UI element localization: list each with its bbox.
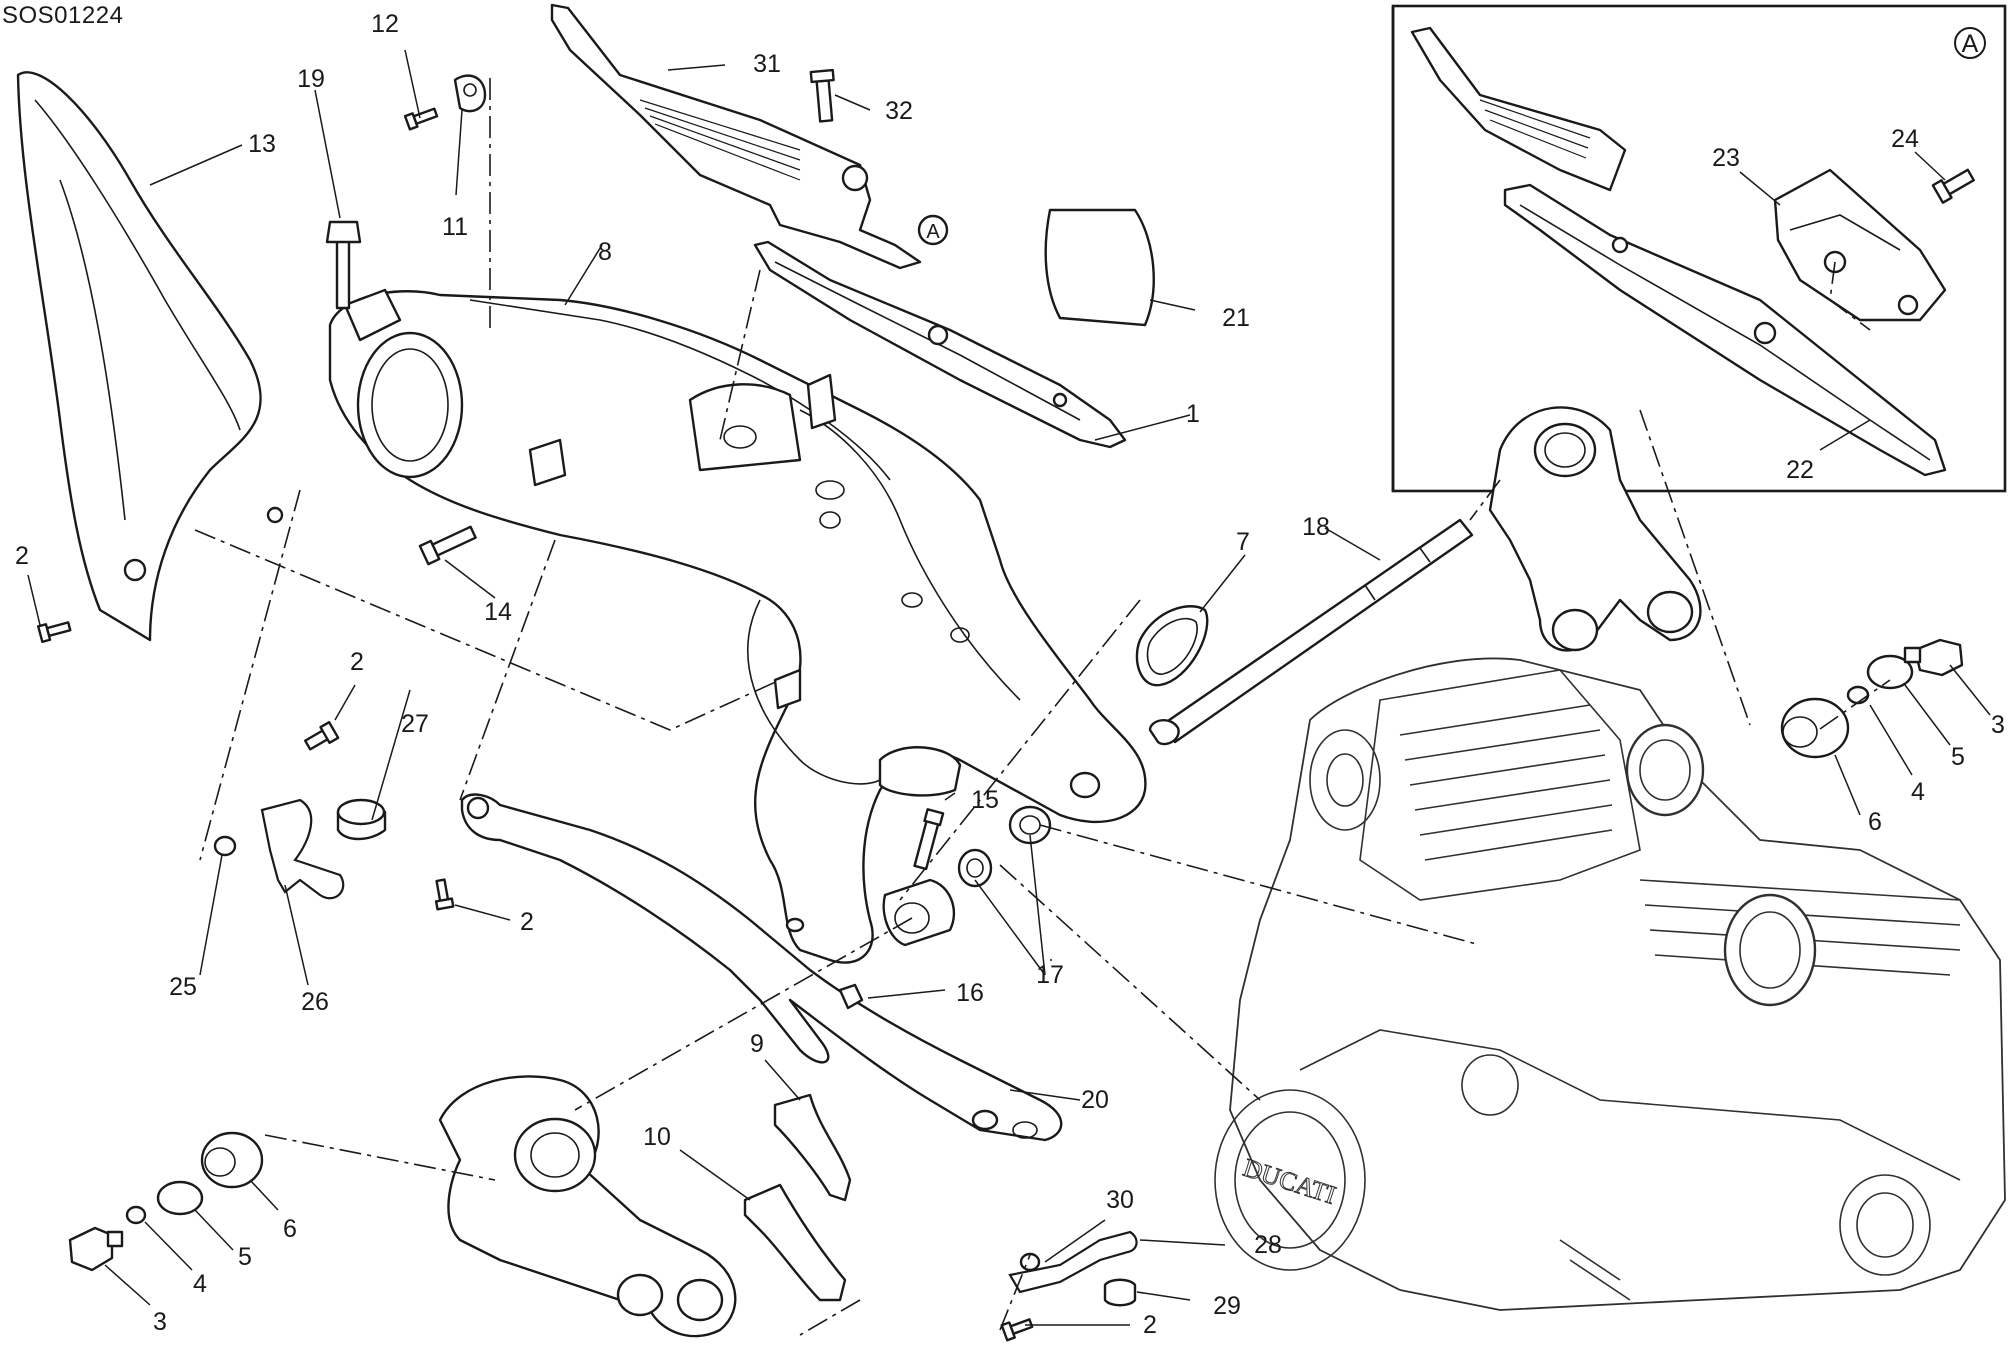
engine-block: DUCATI (1214, 657, 2006, 1311)
callout-labels: 31 32 21 1 13 8 11 12 19 7 18 2 14 2 27 … (15, 10, 2005, 1339)
guard-10 (743, 1183, 847, 1302)
callout-2-clip: 2 (1143, 1311, 1157, 1339)
callout-2-mudguard: 2 (15, 542, 29, 570)
bolt-15 (913, 808, 945, 871)
leader-lines (27, 49, 1991, 1326)
bushing-6-left (200, 1131, 264, 1189)
screw-2-sensor (303, 721, 340, 751)
callout-6-left: 6 (283, 1215, 297, 1243)
screw-2-mudguard (37, 621, 72, 643)
callout-26: 26 (301, 988, 329, 1016)
callout-4-left: 4 (193, 1270, 207, 1298)
bushing-16 (882, 878, 956, 947)
callout-23: 23 (1712, 144, 1740, 172)
bolt-32 (809, 68, 835, 123)
washer-5-left (156, 1180, 204, 1216)
clip-28 (1008, 1230, 1138, 1294)
callout-7: 7 (1236, 528, 1250, 556)
callout-28: 28 (1254, 1231, 1282, 1259)
callout-5-left: 5 (238, 1243, 252, 1271)
callout-11: 11 (442, 213, 468, 241)
callout-13: 13 (248, 130, 276, 158)
callout-31: 31 (753, 50, 781, 78)
bolt-14 (418, 525, 477, 566)
callout-2-lower: 2 (520, 908, 534, 936)
chain-slider-1 (753, 240, 1127, 449)
pivot-shaft-18 (1148, 518, 1474, 746)
callout-15: 15 (971, 786, 999, 814)
callout-5-right: 5 (1951, 743, 1965, 771)
assembly-lines (194, 78, 1891, 1336)
callout-22: 22 (1786, 456, 1814, 484)
callout-14: 14 (484, 598, 512, 626)
inset-bracket-23-shape (1773, 168, 1947, 322)
bushing-6-right (1780, 697, 1850, 759)
callout-32: 32 (885, 97, 913, 125)
washer-17b (1008, 805, 1052, 845)
nut-3-left (68, 1226, 124, 1272)
detail-inset-a: A 23 24 22 (1391, 4, 2007, 493)
chain-guard-31 (550, 3, 922, 270)
callout-10: 10 (643, 1123, 671, 1151)
detail-a-letter: A (1962, 30, 1979, 58)
callout-4-right: 4 (1911, 778, 1925, 806)
callout-8: 8 (598, 238, 612, 266)
sensor-bracket-26 (260, 798, 345, 900)
pivot-plate-lower-left (438, 1075, 737, 1338)
callout-1: 1 (1186, 400, 1200, 428)
swingarm-8 (328, 288, 1147, 964)
callout-2-sensor: 2 (350, 648, 364, 676)
callout-30: 30 (1106, 1186, 1134, 1214)
callout-16: 16 (956, 979, 984, 1007)
callout-6-right: 6 (1868, 808, 1882, 836)
callout-3-left: 3 (153, 1308, 167, 1336)
callout-19: 19 (297, 65, 325, 93)
washer-4-right (1846, 685, 1870, 705)
screw-2-lower (434, 878, 455, 911)
washer-4-left (125, 1205, 147, 1225)
screw-2-clip (1000, 1318, 1034, 1342)
callout-24: 24 (1891, 125, 1919, 153)
guard-9 (773, 1093, 852, 1202)
gasket-7 (1135, 605, 1209, 687)
callout-21: 21 (1222, 304, 1250, 332)
callout-20: 20 (1081, 1086, 1109, 1114)
detail-a-ref-letter: A (926, 221, 940, 243)
inset-chain-guard-shape (1410, 26, 1627, 192)
washer-17a (957, 848, 993, 888)
callout-17: 17 (1036, 961, 1064, 989)
callout-29: 29 (1213, 1292, 1241, 1320)
sticker-21 (1044, 208, 1155, 327)
bolt-19 (325, 220, 362, 310)
grommet-27 (336, 798, 387, 841)
pivot-plate-upper-right (1488, 406, 1702, 652)
washer-5-right (1866, 654, 1914, 690)
callout-3-right: 3 (1991, 711, 2005, 739)
rear-mudguard-13 (16, 71, 284, 642)
detail-a-marker (1954, 27, 1986, 59)
callout-18: 18 (1302, 513, 1330, 541)
grommet-29 (1103, 1278, 1137, 1307)
callout-27: 27 (401, 710, 429, 738)
lower-chain-guard-20 (460, 793, 1063, 1142)
callout-12: 12 (371, 10, 399, 38)
drawing-code: SOS01224 (2, 2, 124, 29)
screw-12 (403, 107, 439, 131)
callout-25: 25 (169, 973, 197, 1001)
inset-chain-slider-shape (1503, 183, 1947, 477)
nut-16 (838, 983, 864, 1010)
clip-11 (453, 74, 487, 113)
washer-25 (213, 835, 237, 857)
callout-9: 9 (750, 1030, 764, 1058)
detail-a-ref-marker (917, 214, 949, 246)
